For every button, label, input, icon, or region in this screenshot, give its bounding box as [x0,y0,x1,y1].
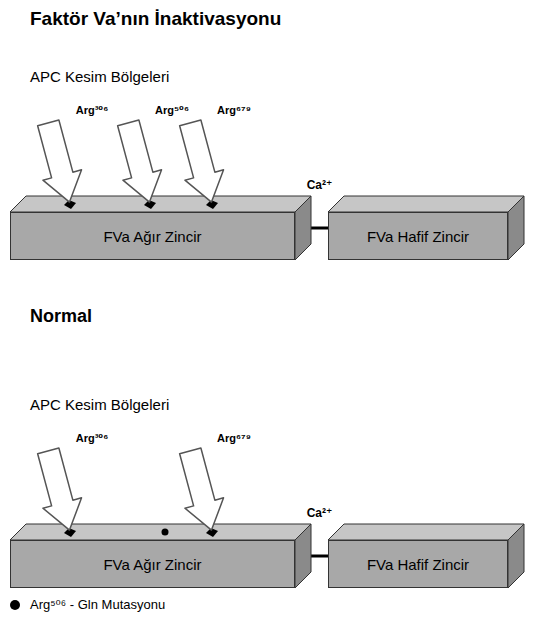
box-side-face [508,524,524,588]
box-top-face [328,524,524,540]
box-top-face [10,524,311,540]
cleavage-site-label: Arg³⁰⁶ [76,104,109,117]
cleavage-site-label: Arg⁶⁷⁹ [217,432,251,445]
calcium-bridge [311,555,328,558]
section-label: APC Kesim Bölgeleri [30,68,169,86]
section-heading: Normal [30,306,92,328]
legend-text: Arg⁵⁰⁶ - Gln Mutasyonu [30,597,165,612]
box-top-face [10,196,311,212]
chain-label: FVa Ağır Zincir [103,556,201,573]
chain-box: FVa Hafif Zincir [328,540,508,588]
chain-box: FVa Ağır Zincir [10,212,295,260]
cleavage-site-label: Arg³⁰⁶ [76,432,109,445]
apc-arrow [171,446,231,536]
legend-swatch [10,600,20,610]
chain-box: FVa Hafif Zincir [328,212,508,260]
legend-entry: Arg⁵⁰⁶ - Gln Mutasyonu [10,597,165,612]
cleavage-site-label: Arg⁵⁰⁶ [155,104,189,117]
box-top-face [328,196,524,212]
chain-label: FVa Hafif Zincir [367,556,469,573]
chain-label: FVa Hafif Zincir [367,228,469,245]
apc-arrow [29,446,89,536]
chain-box: FVa Ağır Zincir [10,540,295,588]
apc-arrow [29,118,89,208]
chain-label: FVa Ağır Zincir [103,228,201,245]
mutation-dot [162,529,169,536]
diagram-title: Faktör Va’nın İnaktivasyonu [30,8,281,31]
box-side-face [295,524,311,588]
calcium-bridge [311,227,328,230]
cleavage-site-label: Arg⁶⁷⁹ [217,104,251,117]
ion-label: Ca²⁺ [305,506,335,520]
box-side-face [508,196,524,260]
ion-label: Ca²⁺ [305,178,335,192]
apc-arrow [109,118,169,208]
box-side-face [295,196,311,260]
section-label: APC Kesim Bölgeleri [30,396,169,414]
apc-arrow [171,118,231,208]
